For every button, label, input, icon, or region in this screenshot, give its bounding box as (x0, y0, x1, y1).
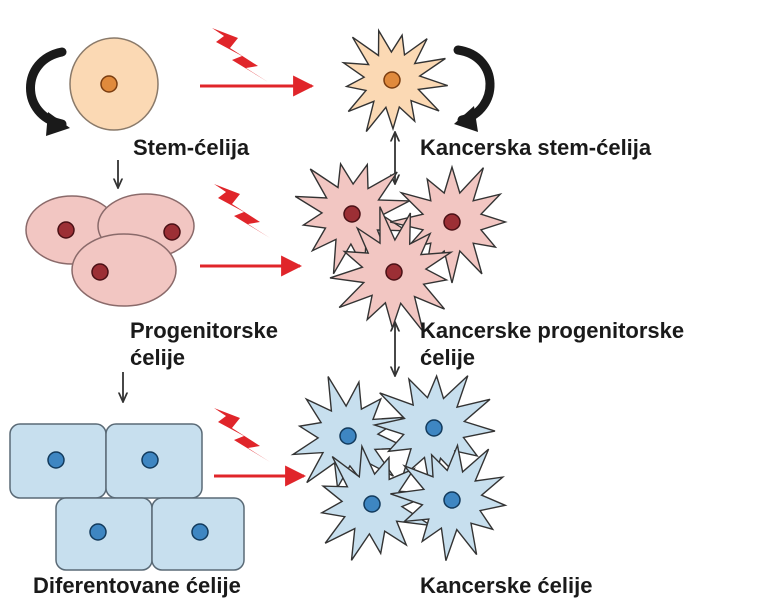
cancer-cell-nucleus (444, 214, 460, 230)
lightning-bolt-icon (214, 408, 270, 462)
self-renewal-right-arrowhead (454, 106, 478, 132)
cancer-cell-nucleus (426, 420, 442, 436)
cancer-cell-nucleus (364, 496, 380, 512)
self-renewal-left-icon (31, 52, 63, 124)
progenitor-nucleus (92, 264, 108, 280)
cancer-cell-nucleus (340, 428, 356, 444)
label-cancer-cells: Kancerske ćelije (420, 573, 592, 599)
label-differentiated-cells: Diferentovane ćelije (33, 573, 241, 599)
cancer-cell-nucleus (444, 492, 460, 508)
label-cancer-stem-cell: Kancerska stem-ćelija (420, 135, 651, 161)
progenitor-nucleus (164, 224, 180, 240)
lightning-bolt-icon (214, 184, 270, 238)
stem-cell-nucleus (101, 76, 117, 92)
label-progenitor-line2: ćelije (130, 345, 185, 371)
differentiated-nucleus (48, 452, 64, 468)
cancer-cell-nucleus (344, 206, 360, 222)
progenitor-nucleus (58, 222, 74, 238)
differentiated-nucleus (192, 524, 208, 540)
progenitor-cell (72, 234, 176, 306)
differentiated-nucleus (90, 524, 106, 540)
label-stem-cell: Stem-ćelija (133, 135, 249, 161)
lightning-bolt-icon (212, 28, 268, 82)
label-progenitor-line1: Progenitorske (130, 318, 278, 344)
label-cancer-progenitor-line2: ćelije (420, 345, 475, 371)
differentiated-nucleus (142, 452, 158, 468)
cancer-cell-nucleus (386, 264, 402, 280)
cancer-stem-cell (344, 31, 448, 132)
cancer-cell-nucleus (384, 72, 400, 88)
label-cancer-progenitor-line1: Kancerske progenitorske (420, 318, 684, 344)
